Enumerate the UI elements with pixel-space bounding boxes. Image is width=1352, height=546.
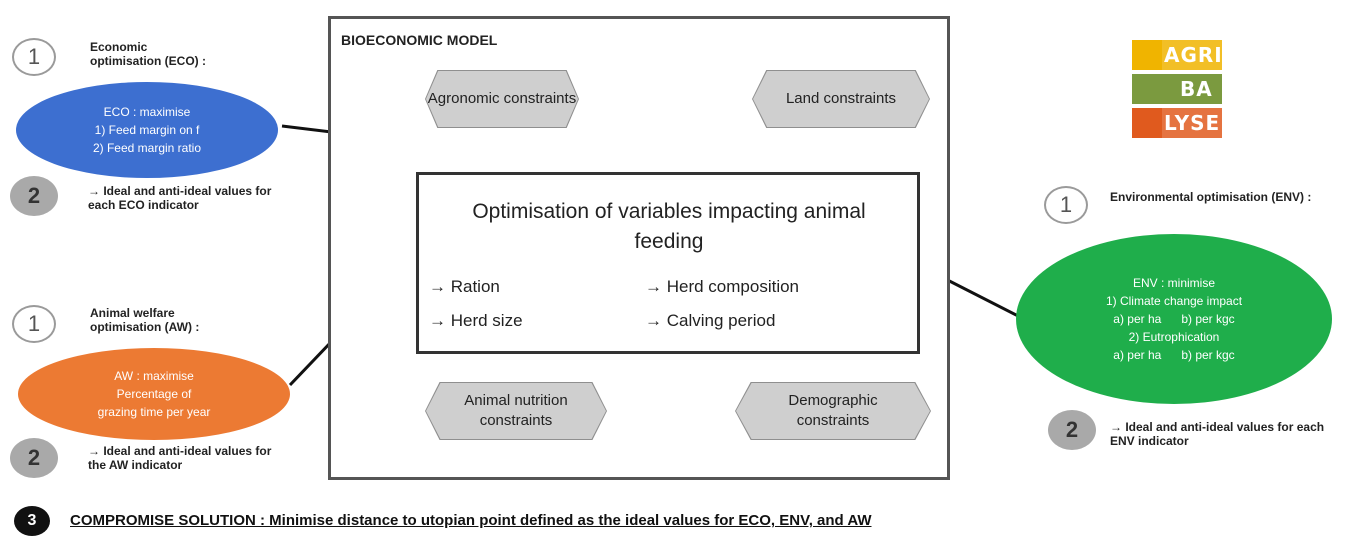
env-ellipse-line: 2) Eutrophication: [1128, 330, 1220, 344]
agronomic-constraints: Agronomic constraints: [426, 71, 578, 127]
env-ellipse: ENV : minimise 1) Climate change impact …: [1016, 234, 1332, 404]
animal-nutrition-constraints: Animal nutrition constraints: [426, 383, 606, 439]
eco-step2-number: 2: [10, 176, 58, 216]
eco-ellipse-line: ECO : maximise: [103, 105, 191, 119]
eco-step1-label: Economic optimisation (ECO) :: [90, 40, 206, 68]
aw-ellipse: AW : maximise Percentage of grazing time…: [18, 348, 290, 440]
logo-block-3: [1132, 108, 1162, 138]
env-ellipse-line: a) per ha b) per kgc: [1113, 312, 1235, 326]
agronomic-constraints-shape: Agronomic constraints: [425, 70, 579, 128]
eco-step1-number: 1: [12, 38, 56, 76]
logo-bar-1: [1162, 40, 1222, 70]
eco-ellipse-line: 2) Feed margin ratio: [92, 141, 202, 155]
animal-nutrition-constraints-shape: Animal nutrition constraints: [425, 382, 607, 440]
variable-herd-size: → Herd size: [429, 311, 523, 330]
variable-ration: → Ration: [429, 277, 500, 296]
demographic-constraints-shape: Demographic constraints: [735, 382, 931, 440]
eco-ellipse: ECO : maximise 1) Feed margin on f 2) Fe…: [16, 82, 278, 178]
eco-ellipse-line: 1) Feed margin on f: [94, 123, 200, 137]
env-ellipse-line: ENV : minimise: [1132, 276, 1215, 290]
aw-step1-number: 1: [12, 305, 56, 343]
eco-step2-label: → Ideal and anti-ideal values for each E…: [88, 184, 272, 212]
env-step1-label: Environmental optimisation (ENV) :: [1110, 190, 1312, 204]
demographic-constraints: Demographic constraints: [736, 383, 930, 439]
land-constraints-shape: Land constraints: [752, 70, 930, 128]
aw-step1-label: Animal welfare optimisation (AW) :: [90, 306, 200, 334]
env-ellipse-line: 1) Climate change impact: [1105, 294, 1243, 308]
aw-ellipse-line: Percentage of: [116, 387, 192, 401]
logo-bar-2: [1132, 74, 1222, 104]
env-ellipse-line: a) per ha b) per kgc: [1113, 348, 1235, 362]
agribalyse-logo: AGRI BA LYSE: [1132, 40, 1232, 138]
aw-ellipse-line: grazing time per year: [97, 405, 211, 419]
optimisation-title: Optimisation of variables impacting anim…: [472, 200, 866, 253]
logo-text-1: AGRI: [1164, 43, 1223, 67]
logo-block-1: [1132, 40, 1162, 70]
variable-calving-period: → Calving period: [645, 311, 776, 330]
env-step1-number: 1: [1044, 186, 1088, 224]
compromise-number: 3: [14, 506, 50, 536]
logo-bar-3: [1162, 108, 1222, 138]
env-step2-label: → Ideal and anti-ideal values for each E…: [1110, 420, 1325, 448]
land-constraints: Land constraints: [753, 71, 929, 127]
compromise-solution-text: COMPROMISE SOLUTION : Minimise distance …: [70, 512, 872, 529]
variable-herd-composition: → Herd composition: [645, 277, 800, 296]
logo-text-2: BA: [1180, 77, 1213, 101]
aw-step2-number: 2: [10, 438, 58, 478]
aw-step2-label: → Ideal and anti-ideal values for the AW…: [88, 444, 272, 472]
logo-text-3: LYSE: [1164, 111, 1221, 135]
optimisation-box: Optimisation of variables impacting anim…: [416, 172, 920, 354]
env-step2-number: 2: [1048, 410, 1096, 450]
aw-ellipse-line: AW : maximise: [114, 369, 194, 383]
model-title: BIOECONOMIC MODEL: [341, 32, 498, 48]
